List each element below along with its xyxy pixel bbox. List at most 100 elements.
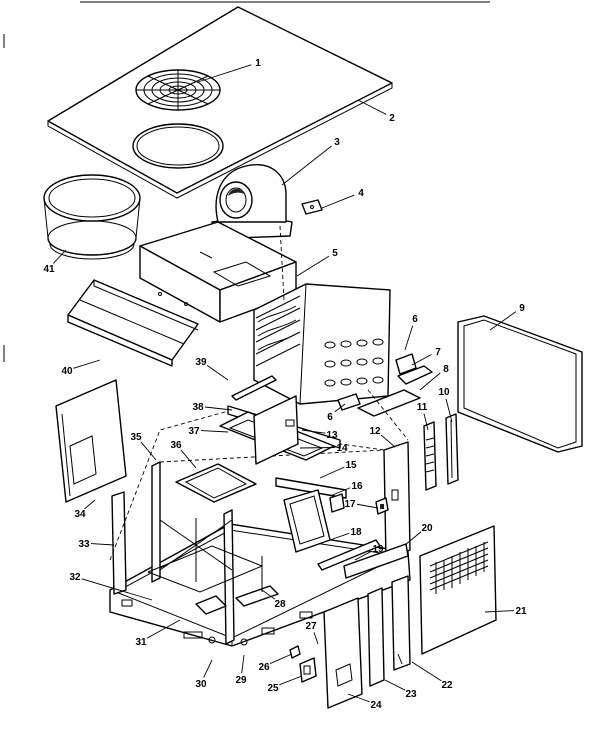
callout-label-26: 26 [258,662,270,673]
callout-label-6: 6 [327,412,333,423]
callout-label-8: 8 [443,364,449,375]
callout-leader-17 [356,503,379,509]
tray-part-36 [175,463,257,503]
callout-leader-9 [489,311,517,331]
bracket-part-16 [329,493,345,513]
clip-part-26 [289,645,301,659]
callout-label-3: 3 [334,137,340,148]
fan-deck-partition [139,221,297,323]
callout-leader-34 [84,499,96,510]
callout-leader-33 [90,543,115,546]
callout-leader-20 [404,531,422,546]
bracket-part-6-lower [337,393,361,411]
callout-label-20: 20 [421,523,433,534]
callout-label-36: 36 [170,440,182,451]
callout-leader-7 [411,354,432,366]
callout-leader-2 [357,99,387,115]
callout-leader-15 [319,466,345,479]
callout-label-7: 7 [435,347,441,358]
internal-partition-part-13 [253,395,299,465]
callout-leader-5 [296,255,330,277]
panel-strip-part-22 [391,575,411,671]
callout-label-34: 34 [74,509,86,520]
callout-label-12: 12 [369,426,381,437]
callout-leader-21 [484,610,515,613]
right-frame-part-20 [343,543,409,579]
service-panel-part-24 [323,597,363,709]
callout-label-32: 32 [69,572,81,583]
callout-leader-35 [140,441,157,461]
callout-label-25: 25 [267,683,279,694]
callout-label-21: 21 [515,606,527,617]
callout-label-27: 27 [305,621,317,632]
rail-part-39 [231,375,277,401]
channel-part-15 [275,477,347,499]
callout-leader-36 [180,449,197,469]
control-box-cover [67,279,199,367]
cabinet-side-panel-right [383,441,411,561]
callout-leader-12 [380,434,396,448]
callout-leader-26 [269,653,293,664]
bracket-part-7 [397,365,433,385]
callout-leader-16 [329,487,351,497]
callout-leader-23 [384,679,406,691]
callout-leader-38 [204,406,233,411]
callout-layer: 1234567869101112131415161718192021222324… [43,58,527,711]
callout-leader-22 [411,661,442,682]
callout-leader-18 [329,532,350,541]
callout-leader-6 [334,403,346,413]
top-cover-ring-opening [132,123,224,169]
callout-label-2: 2 [389,113,395,124]
cabinet-corner-post-front [223,509,235,645]
callout-leader-24 [347,693,370,703]
callout-label-10: 10 [438,387,450,398]
callout-leader-37 [200,430,229,433]
callout-label-41: 41 [43,264,55,275]
callout-label-31: 31 [135,637,147,648]
callout-label-11: 11 [417,402,428,413]
callout-label-24: 24 [370,700,382,711]
callout-label-28: 28 [274,599,286,610]
callout-label-17: 17 [344,499,356,510]
callout-leader-27 [313,632,319,645]
callout-label-14: 14 [336,443,348,454]
callout-label-4: 4 [358,188,364,199]
callout-leader-1 [197,64,252,83]
callout-label-35: 35 [130,432,142,443]
small-bracket [301,199,323,215]
callout-leader-40 [73,359,101,369]
callout-leader-19 [354,550,372,561]
louver-grille [429,541,489,594]
callout-label-1: 1 [255,58,261,69]
callout-label-9: 9 [519,303,525,314]
filter-strip-part-10 [445,413,459,485]
callout-label-5: 5 [332,248,338,259]
callout-label-30: 30 [195,679,207,690]
callout-label-39: 39 [195,357,207,368]
inner-rail-part-19 [317,539,381,571]
callout-leader-39 [206,365,229,381]
cabinet-corner-post-front-left [111,491,127,595]
bracket-part-6-upper [395,353,417,375]
callout-leader-11 [423,413,429,431]
callout-leader-4 [321,194,355,209]
callout-leader-29 [241,654,245,674]
panel-strip-part-23 [367,587,385,687]
callout-label-38: 38 [192,402,204,413]
top-cover-panel [47,6,393,199]
blower-housing [211,164,293,239]
callout-leader-32 [81,578,153,601]
callout-label-37: 37 [188,426,200,437]
callout-leader-8 [419,372,441,391]
callout-leader-13 [301,429,326,434]
callout-leader-10 [445,398,453,423]
filter-strip-part-11 [423,421,437,491]
callout-leader-6 [404,325,414,351]
fan-grille [135,69,221,111]
callout-leader-41 [52,249,67,264]
base-frame-holes [121,599,313,646]
callout-label-29: 29 [235,675,247,686]
side-panel-part-34 [55,379,127,503]
louvered-front-panel [419,525,497,655]
fan-orifice-ring [43,174,141,260]
